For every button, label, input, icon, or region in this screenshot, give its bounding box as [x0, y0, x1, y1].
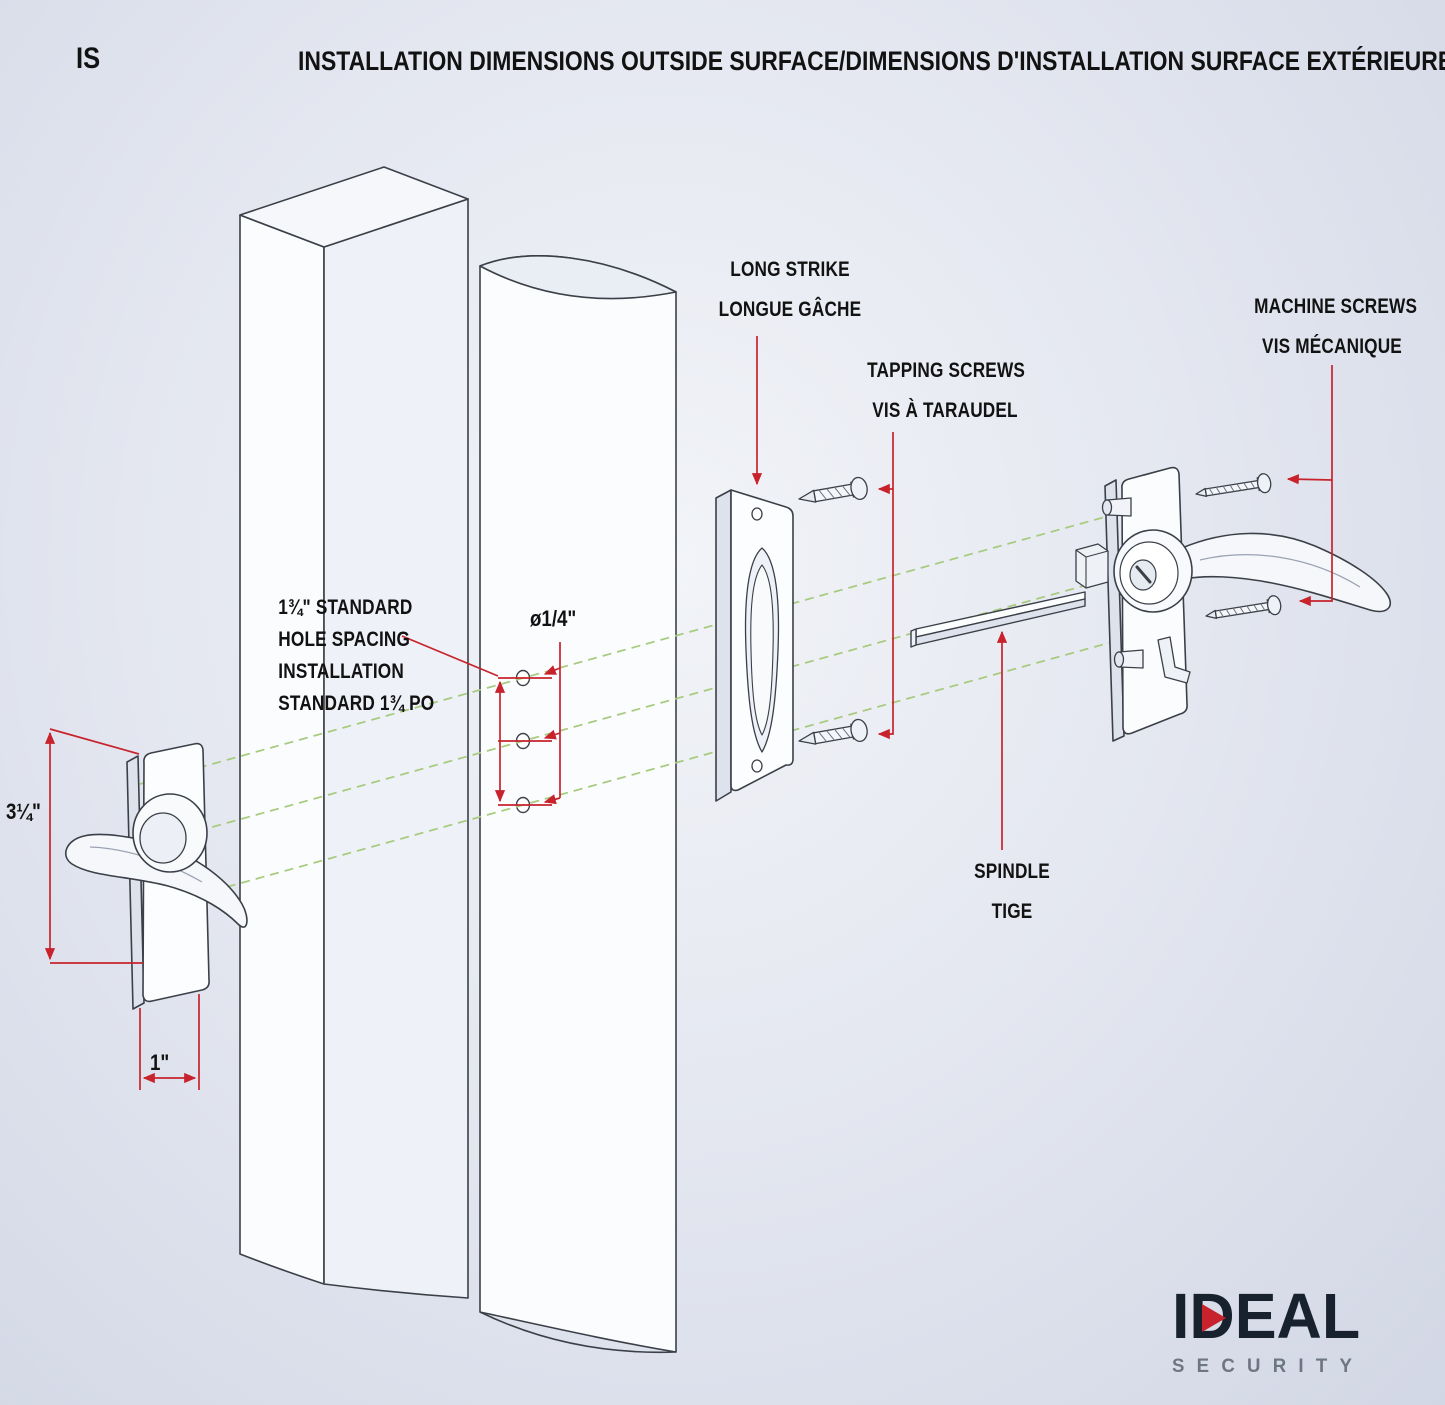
inside-handle-assembly [64, 742, 248, 1010]
outside-lever [1178, 532, 1392, 613]
screw-head [1256, 473, 1272, 494]
spindle-side-face [915, 598, 1086, 646]
brand-logo: IDEAL SECURITY [1172, 1284, 1412, 1378]
leader-hole-spacing [401, 635, 499, 677]
screw-shaft [813, 483, 854, 503]
machine-screw-top [1195, 473, 1272, 498]
jamb-left-front-face [239, 214, 325, 1285]
leader-tapping-stem [877, 432, 894, 740]
label-line-en: LONG STRIKE [730, 258, 850, 281]
leader-machine-stem [1298, 365, 1333, 607]
long-strike-part [715, 489, 794, 802]
tapping-screw-bottom [798, 718, 868, 745]
screw-threads [818, 485, 851, 501]
label-line-2: HOLE SPACING [278, 628, 411, 651]
post-end [1113, 651, 1125, 668]
screw-tip [798, 489, 817, 503]
jamb-left-top-face [239, 166, 469, 248]
screw-threads [1218, 603, 1266, 618]
strike-hole-bottom [751, 759, 763, 773]
label-hole-spacing: 1¾" STANDARD HOLE SPACING INSTALLATION S… [278, 592, 435, 720]
alignment-line-top [139, 503, 1153, 785]
outside-housing-assembly [1075, 466, 1392, 742]
ext-line-top [49, 728, 140, 755]
leader-diameter-3 [543, 794, 561, 805]
housing-post-top [1101, 497, 1132, 517]
screw-head [1266, 595, 1282, 616]
screw-tip [798, 731, 817, 745]
screw-head [850, 718, 868, 742]
label-line-en: MACHINE SCREWS [1254, 295, 1418, 318]
housing-post-bottom [1113, 649, 1144, 669]
housing-plate-side [1104, 479, 1125, 742]
label-machine-screws: MACHINE SCREWS VIS MÉCANIQUE [1254, 287, 1418, 367]
dimension-lines [44, 336, 1333, 1090]
jamb-right-bottom-edge [479, 1311, 677, 1354]
screw-head [850, 476, 868, 500]
label-line-3: INSTALLATION [278, 660, 404, 683]
jamb-right-top-scoop [479, 255, 677, 300]
jamb-left-side-face [323, 198, 469, 1299]
spindle-part [910, 591, 1086, 648]
label-line-en: SPINDLE [974, 860, 1050, 883]
dim-handle-height: 3¼" [6, 799, 41, 824]
housing-mount-block [1075, 543, 1109, 589]
machine-screw-bottom [1205, 595, 1282, 620]
door-jamb-left [239, 166, 469, 1299]
strike-hole-top [751, 507, 763, 521]
label-line-fr: VIS À TARAUDEL [872, 399, 1018, 422]
label-line-en: TAPPING SCREWS [867, 359, 1026, 382]
housing-mount-block-edges [1075, 549, 1109, 588]
label-spindle: SPINDLE TIGE [959, 852, 1066, 932]
label-line-4: STANDARD 1¾ PO [278, 692, 435, 715]
tapping-screw-top [798, 476, 868, 503]
label-line-fr: VIS MÉCANIQUE [1262, 335, 1402, 358]
logo-triangle-icon [1202, 1304, 1226, 1332]
post-end [1101, 499, 1113, 516]
label-long-strike: LONG STRIKE LONGUE GÂCHE [712, 250, 868, 330]
housing-latch-piece [1157, 636, 1191, 684]
screw-shaft [813, 725, 854, 745]
dim-handle-width: 1" [150, 1050, 170, 1075]
screw-threads [818, 727, 851, 743]
label-line-fr: LONGUE GÂCHE [718, 298, 862, 321]
lock-keyway [1135, 565, 1152, 584]
page-title: INSTALLATION DIMENSIONS OUTSIDE SURFACE/… [298, 46, 1445, 76]
spindle-top-face [915, 591, 1086, 638]
label-line-1: 1¾" STANDARD [278, 596, 413, 619]
outside-lever-shade [1199, 554, 1361, 588]
inside-hub-inner [139, 812, 187, 864]
leader-diameter-1 [543, 665, 561, 675]
jamb-right-face [479, 255, 677, 1353]
leader-diameter-2 [543, 729, 561, 740]
page-code: IS [76, 42, 101, 75]
strike-side-face [715, 489, 732, 802]
brand-logo-subtext: SECURITY [1172, 1356, 1365, 1377]
inside-plate-side [126, 755, 145, 1010]
leader-machine-branch [1286, 474, 1333, 485]
label-hole-diameter: ø1/4" [530, 606, 577, 631]
label-tapping-screws: TAPPING SCREWS VIS À TARAUDEL [867, 351, 1026, 431]
strike-guide-ridge-inner [750, 564, 774, 736]
door-jamb-right [479, 255, 677, 1354]
alignment-line-bottom [139, 630, 1153, 912]
spindle-end-cap [910, 628, 917, 648]
label-line-fr: TIGE [991, 900, 1033, 923]
screw-threads [1208, 481, 1256, 496]
